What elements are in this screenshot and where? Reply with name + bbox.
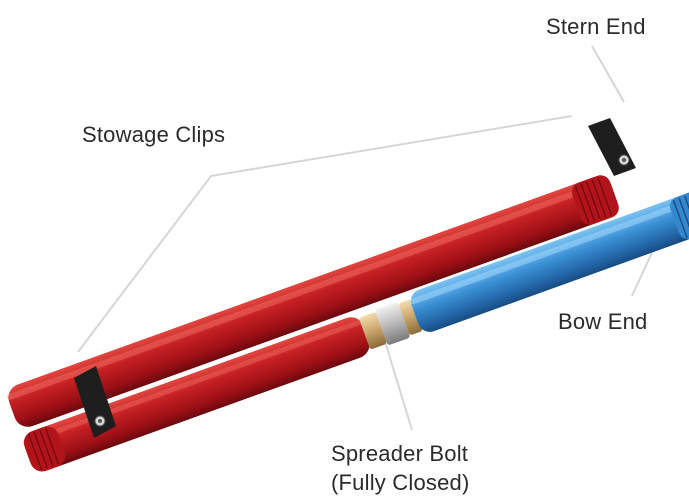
stowage-clips-leader [77,115,573,353]
spreader-bolt-label-line1: Spreader Bolt [331,441,469,466]
stern-end-label: Stern End [546,14,646,39]
bow-end-label: Bow End [558,309,648,334]
spreader-bolt-label-line2: (Fully Closed) [331,470,470,495]
spreader-bolt [359,299,423,349]
spreader-bolt-label: Spreader Bolt (Fully Closed) [331,439,470,497]
lower-red-pole [24,317,370,471]
spreader-bolt-leader [383,337,413,431]
lower-red-end-cap [23,426,66,472]
stowage-clip-stern [588,118,636,176]
stowage-clip-bottom [74,366,116,438]
stern-end-cap [571,175,619,225]
stern-end-leader [591,45,625,103]
blue-pole [410,190,689,332]
bow-end-cap [669,189,689,239]
lower-pole-assembly [23,189,689,472]
stowage-clips-label: Stowage Clips [82,122,226,147]
upper-red-pole [7,175,619,427]
